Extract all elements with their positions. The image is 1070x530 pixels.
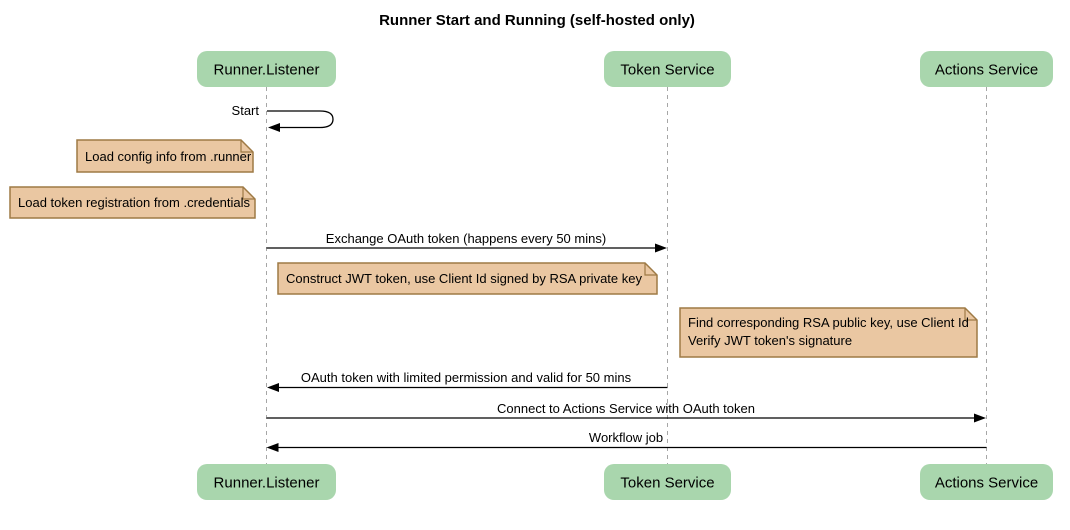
note-fold-icon <box>964 308 977 321</box>
participant-box <box>604 464 731 500</box>
participant-label: Actions Service <box>935 62 1038 79</box>
participant-token-service-top: Token Service <box>604 51 731 87</box>
participant-box <box>197 51 336 87</box>
participant-actions-service-top: Actions Service <box>920 51 1053 87</box>
message-workflow-job: Workflow job <box>266 430 987 452</box>
note-fold-icon <box>240 140 253 153</box>
participant-token-service-bottom: Token Service <box>604 464 731 500</box>
participant-runner-listener-top: Runner.Listener <box>197 51 336 87</box>
participant-box <box>920 51 1053 87</box>
note-shape <box>679 307 978 358</box>
note-text-line-1: Find corresponding RSA public key, use C… <box>688 315 969 330</box>
message-label: Start <box>232 103 260 118</box>
arrowhead-icon <box>655 243 667 253</box>
message-exchange-oauth: Exchange OAuth token (happens every 50 m… <box>266 231 667 253</box>
message-start-self: Start <box>232 103 334 132</box>
arrowhead-icon <box>974 413 986 423</box>
participant-runner-listener-bottom: Runner.Listener <box>197 464 336 500</box>
participant-label: Runner.Listener <box>214 475 320 492</box>
note-construct-jwt: Construct JWT token, use Client Id signe… <box>277 262 658 295</box>
note-load-token-registration: Load token registration from .credential… <box>9 186 256 219</box>
note-fold-icon <box>644 263 657 276</box>
participant-label: Token Service <box>620 475 714 492</box>
note-shape <box>9 186 256 219</box>
note-fold-icon <box>242 187 255 200</box>
note-text: Construct JWT token, use Client Id signe… <box>286 271 642 286</box>
note-verify-jwt: Find corresponding RSA public key, use C… <box>679 307 978 358</box>
participant-box <box>197 464 336 500</box>
message-label: Exchange OAuth token (happens every 50 m… <box>326 231 606 246</box>
diagram-title: Runner Start and Running (self-hosted on… <box>379 12 695 29</box>
message-connect-actions: Connect to Actions Service with OAuth to… <box>266 401 986 423</box>
participant-label: Runner.Listener <box>214 62 320 79</box>
note-shape <box>76 139 254 173</box>
note-text: Load config info from .runner <box>85 149 252 164</box>
note-text-line-2: Verify JWT token's signature <box>688 333 852 348</box>
message-label: OAuth token with limited permission and … <box>301 370 632 385</box>
arrowhead-icon <box>266 443 279 452</box>
self-message-line <box>267 110 334 129</box>
note-shape <box>277 262 658 295</box>
message-label: Workflow job <box>589 430 663 445</box>
participant-label: Actions Service <box>935 475 1038 492</box>
note-text: Load token registration from .credential… <box>18 195 250 210</box>
participant-box <box>920 464 1053 500</box>
note-load-config: Load config info from .runner <box>76 139 254 173</box>
message-oauth-return: OAuth token with limited permission and … <box>267 370 668 392</box>
arrowhead-icon <box>268 123 280 132</box>
participant-box <box>604 51 731 87</box>
message-label: Connect to Actions Service with OAuth to… <box>497 401 755 416</box>
participant-label: Token Service <box>620 62 714 79</box>
participant-actions-service-bottom: Actions Service <box>920 464 1053 500</box>
arrowhead-icon <box>267 383 279 392</box>
